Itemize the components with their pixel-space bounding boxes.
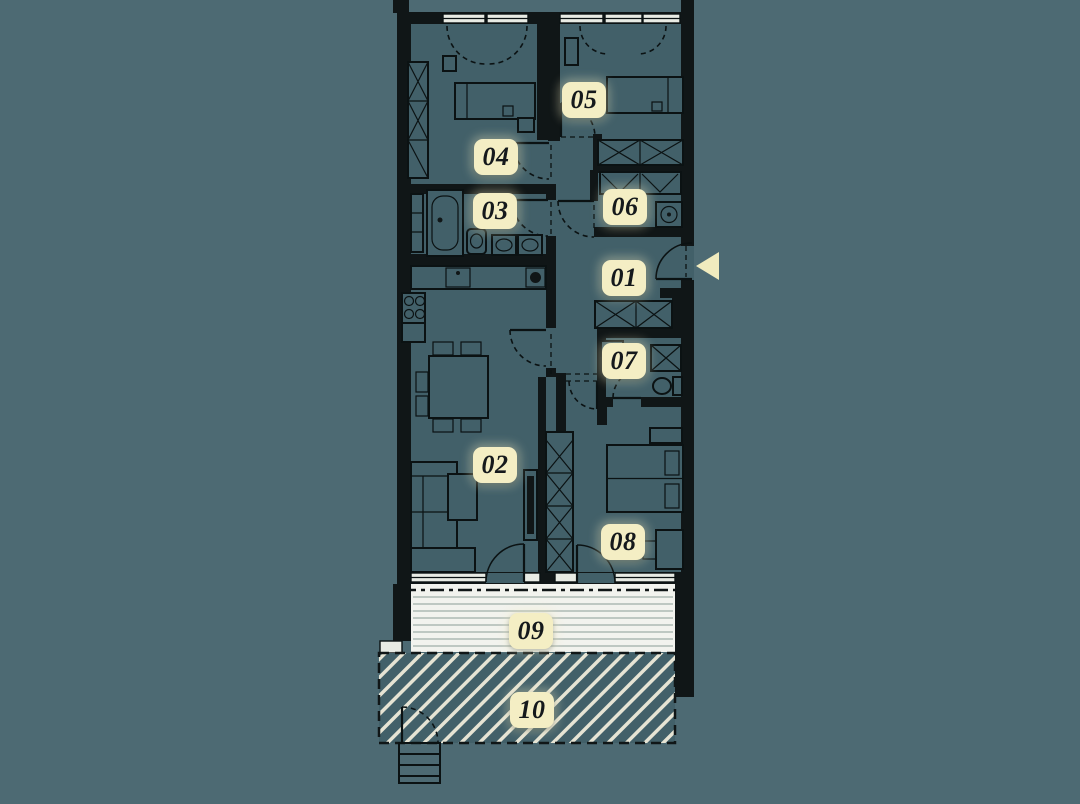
chair [432, 418, 454, 433]
entrance-arrow-icon [696, 252, 719, 280]
chair [432, 341, 454, 356]
wardrobe [594, 300, 673, 329]
door-room-06 [557, 199, 595, 238]
living-room-02-furniture [410, 461, 538, 573]
room-label-08[interactable]: 08 [601, 524, 645, 560]
kitchen-counter [410, 265, 547, 290]
balcony-door-left [485, 543, 526, 583]
door-room-02 [509, 328, 552, 374]
opening-room-08 [566, 373, 599, 410]
window-swing-arcs [446, 25, 667, 65]
wardrobe-strip-08 [545, 431, 574, 573]
windows [410, 13, 681, 583]
toilet [652, 377, 672, 395]
toilet [466, 228, 487, 255]
shelf [410, 193, 424, 253]
door-room-05 [559, 102, 596, 138]
toilet-tank [672, 376, 683, 396]
sink [491, 234, 517, 256]
room-label-06[interactable]: 06 [603, 189, 647, 225]
chair [460, 418, 482, 433]
room-label-07[interactable]: 07 [602, 343, 646, 379]
room-label-03[interactable]: 03 [473, 193, 517, 229]
bed-cushion [651, 101, 663, 112]
room-label-09[interactable]: 09 [509, 613, 553, 649]
bed [454, 82, 536, 120]
coffee-table [447, 473, 478, 521]
hallway-01-furniture [594, 300, 673, 329]
hob [525, 267, 546, 288]
terrace-dashed-border [377, 651, 677, 745]
nightstand [517, 117, 535, 133]
wardrobe [545, 431, 574, 573]
chair [460, 341, 482, 356]
sink [517, 234, 543, 256]
dining-table [428, 355, 489, 419]
bed-cushion [502, 105, 514, 117]
kitchen-cabinet [401, 322, 426, 343]
chair [415, 395, 429, 417]
bed [606, 76, 684, 114]
bedroom-05-furniture [564, 37, 684, 166]
bathtub [426, 189, 464, 257]
room-label-10[interactable]: 10 [510, 692, 554, 728]
sofa-return [410, 547, 476, 573]
terrace-door [400, 706, 439, 744]
pillow [664, 483, 680, 509]
nightstand [649, 427, 683, 444]
radiator [564, 37, 579, 66]
room-label-04[interactable]: 04 [474, 139, 518, 175]
room-label-02[interactable]: 02 [473, 447, 517, 483]
room-label-01[interactable]: 01 [602, 260, 646, 296]
chair [415, 371, 429, 393]
side-table [442, 55, 457, 72]
kitchen-sink [445, 267, 471, 288]
room-label-05[interactable]: 05 [562, 82, 606, 118]
stairs [398, 742, 441, 784]
door-room-03 [511, 198, 552, 237]
planter-box [379, 640, 403, 654]
bedroom-04-furniture [407, 55, 536, 179]
desk [655, 529, 684, 570]
pillow [664, 450, 680, 476]
bathroom-03-furniture [410, 189, 543, 257]
entrance-door [655, 242, 693, 281]
kitchen-furniture [401, 265, 547, 433]
door-room-04 [512, 141, 552, 181]
